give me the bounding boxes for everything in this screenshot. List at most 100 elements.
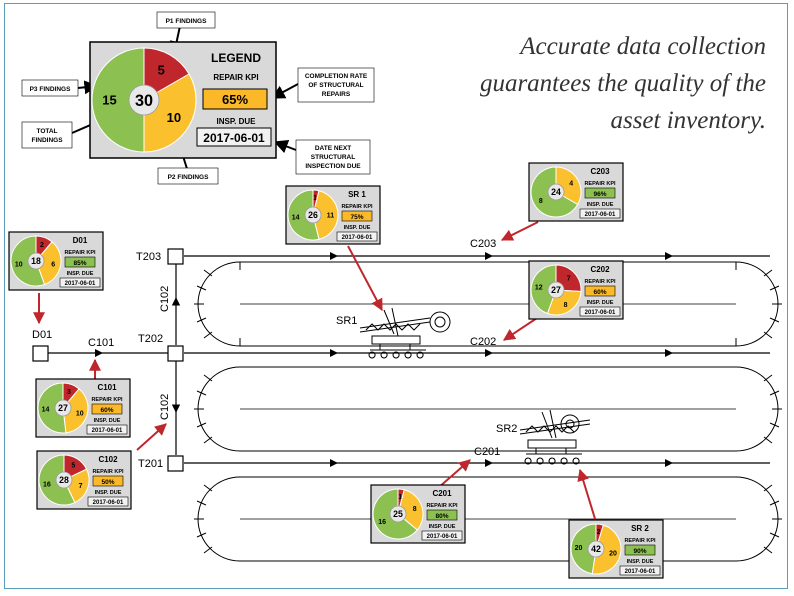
asset-c201-kpi-value: 80% (435, 513, 448, 520)
asset-c201-name: C201 (432, 489, 452, 498)
asset-sr1-p2-count: 11 (327, 212, 335, 219)
asset-d01-p2-count: 6 (51, 261, 55, 268)
asset-sr2-kpi-value: 90% (633, 548, 646, 555)
asset-c101-slice-p3 (37, 382, 67, 434)
frame-border (4, 3, 788, 589)
legend-title: LEGEND (211, 51, 261, 65)
asset-pointers (33, 221, 597, 523)
asset-c202-due-value: 2017-06-01 (585, 310, 616, 316)
legend-kpi-value: 65% (222, 92, 248, 107)
legend-due-value: 2017-06-01 (203, 131, 265, 145)
asset-c203-due-box (579, 208, 621, 219)
asset-c102-total: 28 (59, 475, 69, 485)
asset-c102-kpi-box (92, 475, 124, 487)
stockpile-yard-bottom (194, 476, 782, 562)
asset-c201-kpi-label: REPAIR KPI (426, 503, 458, 509)
asset-sr1-due-value: 2017-06-01 (342, 235, 373, 241)
callout-total-2: FINDINGS (31, 137, 63, 144)
asset-c102-due-box (87, 496, 129, 507)
asset-sr1-name: SR 1 (348, 190, 366, 199)
label-c202: C202 (470, 336, 496, 348)
asset-sr2-p1-count: 2 (597, 529, 601, 536)
label-t203: T203 (136, 251, 161, 263)
asset-c202-hole (547, 281, 565, 299)
asset-c201-due-box (421, 530, 463, 541)
asset-c203-name: C203 (590, 167, 610, 176)
asset-sr2-slice-p2 (591, 524, 622, 575)
asset-c202-total: 27 (551, 285, 561, 295)
asset-c202-due-label: INSP. DUE (587, 300, 614, 306)
asset-sr1-due-box (336, 231, 378, 242)
asset-c102-p1-count: 5 (71, 463, 75, 470)
quote-line-2: guarantees the quality of the (479, 70, 766, 97)
asset-sr1-p3-count: 14 (292, 215, 300, 222)
callout-due-2: STRUCTURAL (311, 154, 355, 161)
asset-d01-due-value: 2017-06-01 (65, 281, 96, 287)
legend-kpi-label: REPAIR KPI (213, 73, 258, 82)
asset-d01-due-box (59, 277, 101, 288)
asset-d01-slice-p2 (35, 241, 62, 286)
asset-c203-due-label: INSP. DUE (587, 202, 614, 208)
asset-c202-kpi-label: REPAIR KPI (584, 279, 616, 285)
asset-c101-hole (54, 399, 72, 417)
legend-due-label: INSP. DUE (217, 117, 257, 126)
asset-c201-due-label: INSP. DUE (429, 524, 456, 530)
asset-c202-kpi-value: 60% (593, 289, 606, 296)
callout-due-1: DATE NEXT (315, 145, 351, 152)
callout-due-3: INSPECTION DUE (305, 163, 361, 170)
asset-c101-kpi-label: REPAIR KPI (91, 397, 123, 403)
asset-c203-kpi-box (584, 187, 616, 199)
asset-c203-kpi-value: 96% (593, 191, 606, 198)
asset-c101-due-value: 2017-06-01 (92, 428, 123, 434)
asset-c202-name: C202 (590, 265, 610, 274)
asset-d01-due-label: INSP. DUE (67, 271, 94, 277)
label-c201: C201 (474, 446, 500, 458)
asset-d01-p1-count: 2 (40, 242, 44, 249)
asset-sr2-due-box (619, 565, 661, 576)
asset-sr2-slice-p3 (570, 523, 597, 575)
callout-p1: P1 FINDINGS (166, 18, 207, 25)
asset-d01-total: 18 (31, 256, 41, 266)
label-c102-upper: C102 (159, 286, 171, 312)
label-c101: C101 (88, 337, 114, 349)
asset-sr2-total: 42 (591, 544, 601, 554)
asset-c101-slice-p2 (62, 388, 89, 434)
asset-sr2-p3-count: 20 (575, 545, 583, 552)
callout-kpi-2: OF STRUCTURAL (308, 82, 363, 89)
legend-total: 30 (135, 92, 153, 110)
asset-c102-p2-count: 7 (79, 483, 83, 490)
legend-kpi-box (202, 88, 268, 110)
asset-c102-p3-count: 16 (43, 481, 51, 488)
asset-c201-hole (389, 505, 407, 523)
quote-line-1: Accurate data collection (520, 33, 766, 60)
callout-p2: P2 FINDINGS (168, 174, 209, 181)
asset-c202-kpi-box (584, 285, 616, 297)
asset-sr1-hole (304, 206, 322, 224)
asset-c203-total: 24 (551, 187, 561, 197)
legend-slice-p3 (91, 47, 145, 153)
asset-c101-p1-count: 3 (67, 389, 71, 396)
stockpile-yard-middle (194, 366, 782, 452)
asset-c201-kpi-box (426, 509, 458, 521)
label-t202: T202 (138, 333, 163, 345)
transfer-tower-t202 (167, 345, 184, 362)
label-sr1: SR1 (336, 315, 357, 327)
asset-c102-kpi-label: REPAIR KPI (92, 469, 124, 475)
asset-c102-hole (55, 471, 73, 489)
asset-c101-total: 27 (58, 403, 68, 413)
label-t201: T201 (138, 458, 163, 470)
asset-sr1-kpi-box (341, 210, 373, 222)
asset-sr1-kpi-value: 75% (350, 214, 363, 221)
asset-c201-slice-p2 (397, 489, 424, 531)
asset-c201-p3-count: 16 (378, 519, 386, 526)
flow-arrows (95, 252, 673, 467)
asset-c101-p2-count: 10 (76, 410, 84, 417)
asset-d01-kpi-label: REPAIR KPI (64, 250, 96, 256)
